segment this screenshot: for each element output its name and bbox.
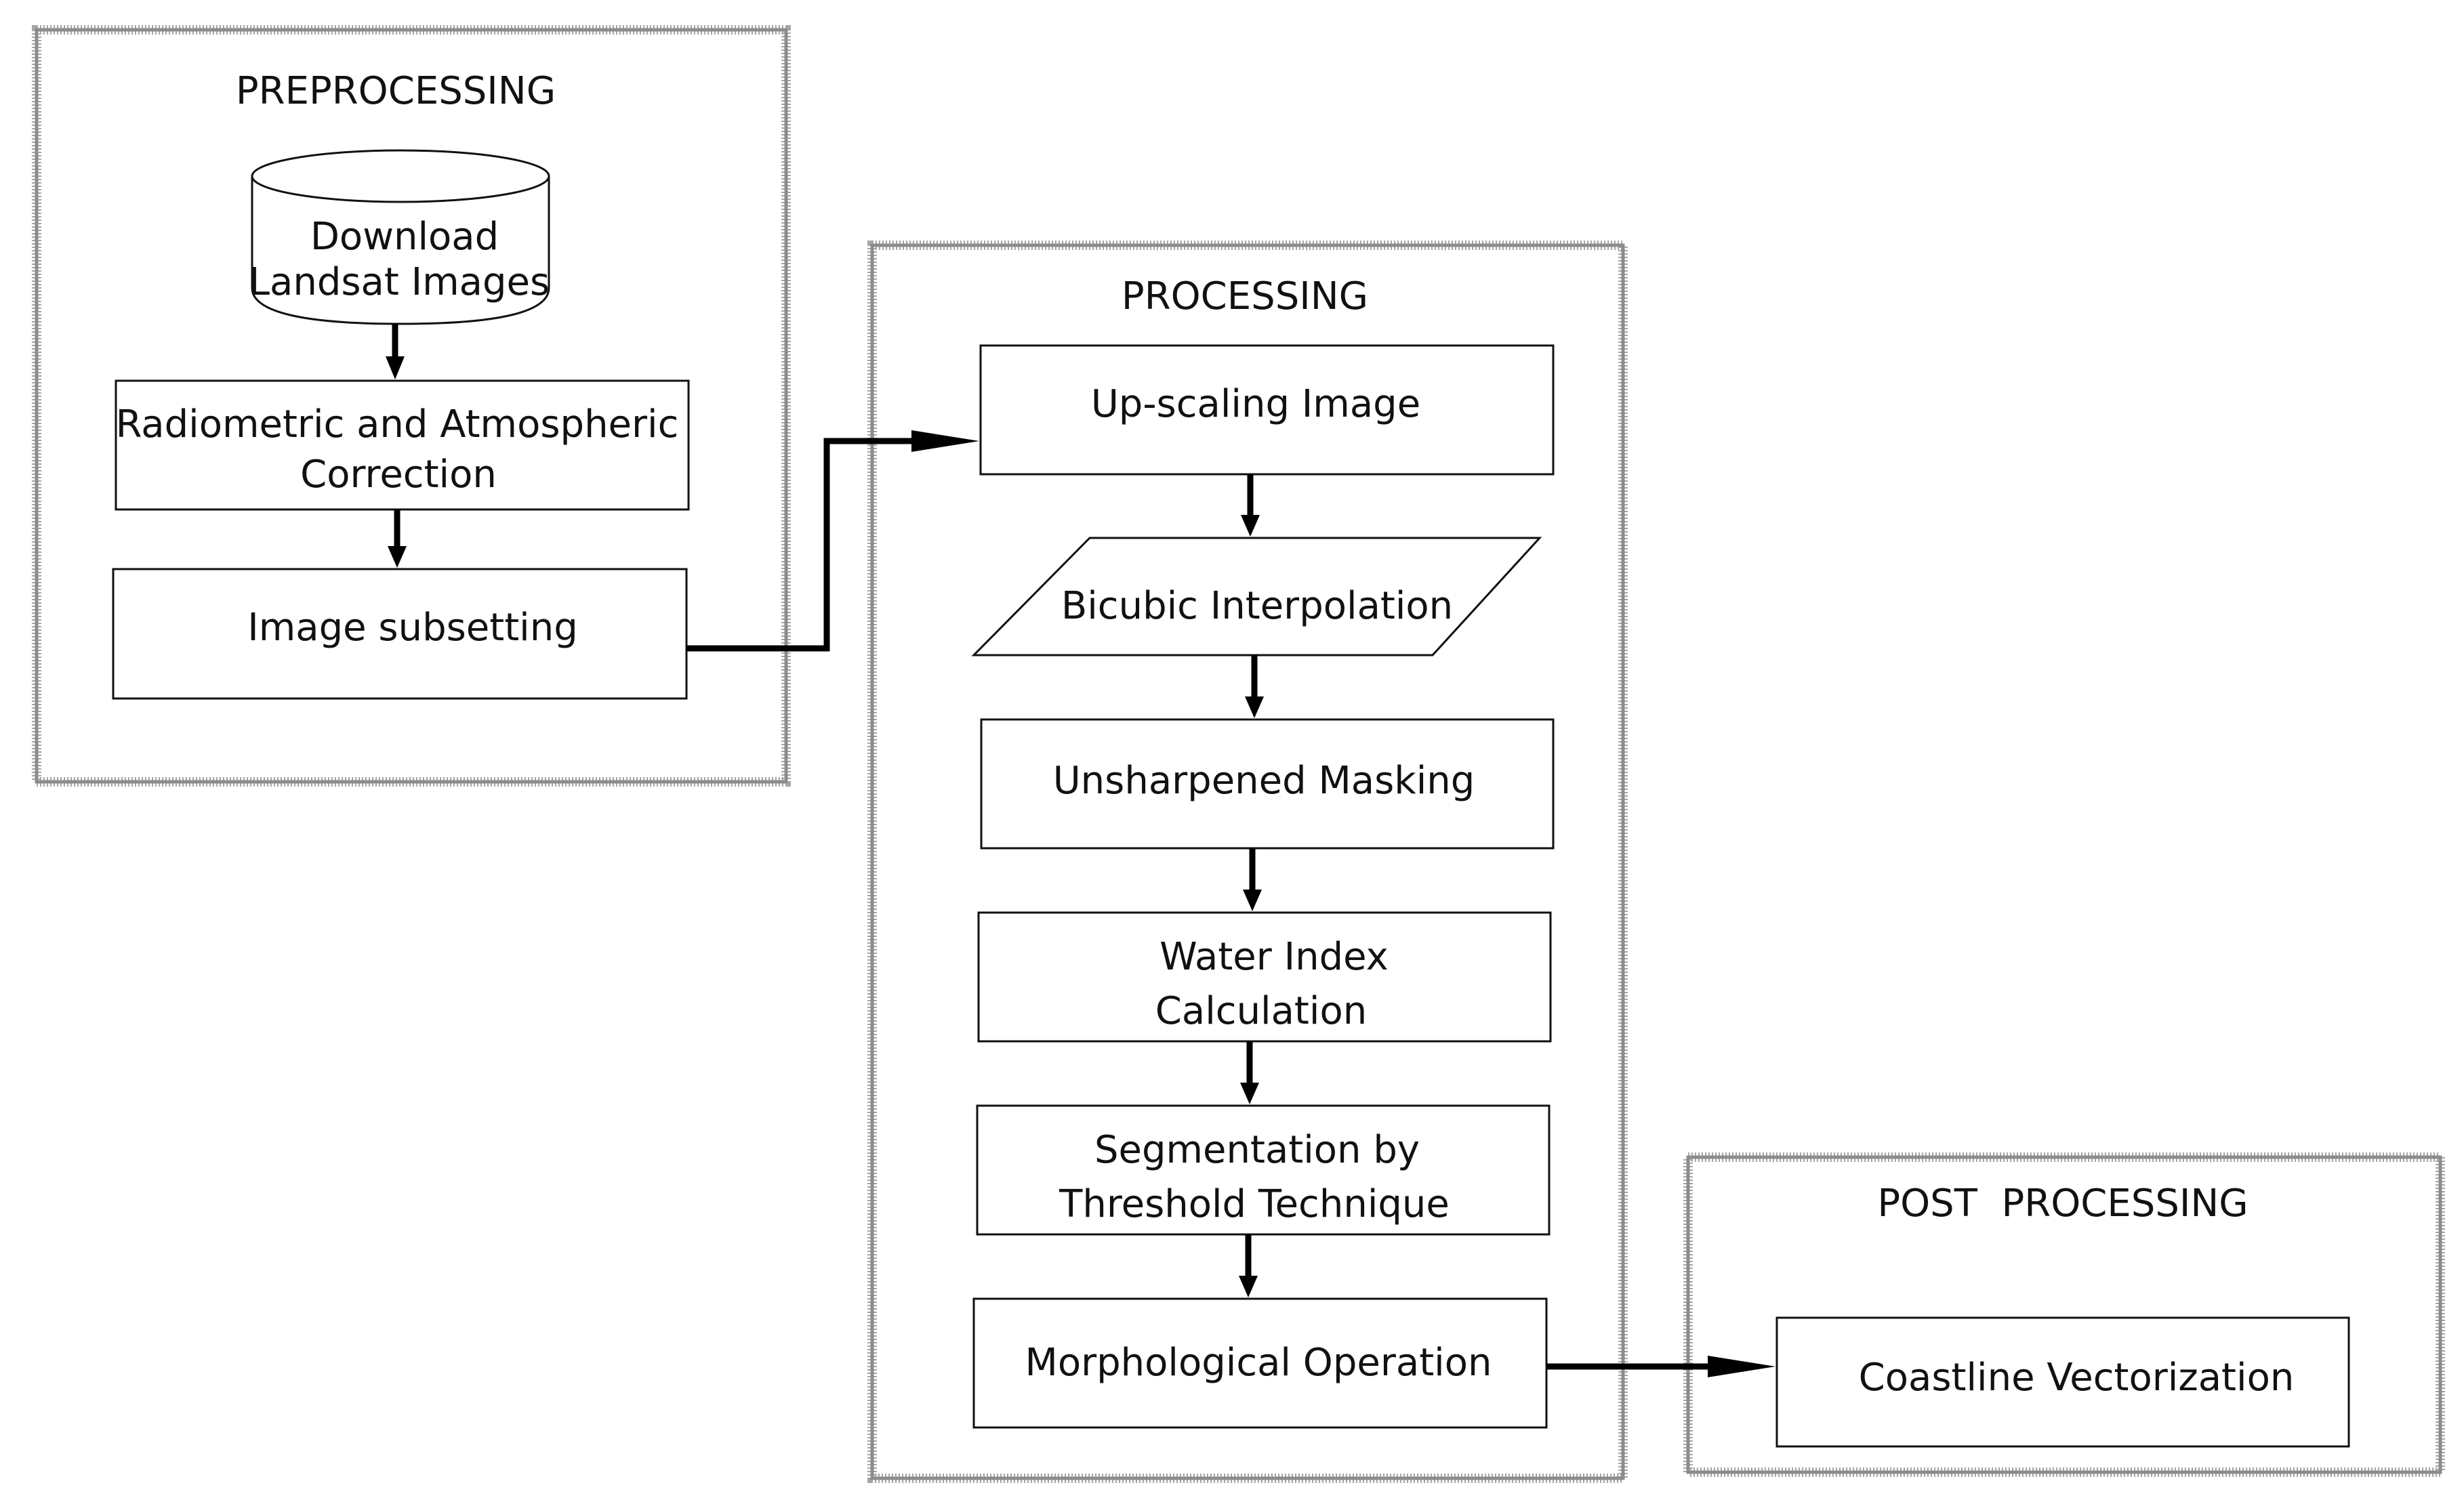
post-processing-group: POST PROCESSING	[1683, 1152, 2445, 1477]
step-up-scaling-image: Up-scaling Image	[979, 344, 1555, 476]
arrow-water-index-to-segmentation	[1240, 1041, 1259, 1104]
arrow-morphological-to-coastline	[1546, 1356, 1775, 1377]
coastline-label: Coastline Vectorization	[1859, 1356, 2295, 1400]
step-water-index-calculation: Water Index Calculation	[977, 911, 1552, 1043]
arrow-unsharpened-to-water-index	[1243, 848, 1262, 911]
subsetting-label: Image subsetting	[247, 606, 578, 650]
step-bicubic-interpolation: Bicubic Interpolation	[971, 537, 1542, 656]
download-label-line2: Landsat Images	[249, 260, 550, 304]
preprocessing-group: PREPROCESSING	[32, 25, 791, 787]
morphological-label: Morphological Operation	[1025, 1341, 1492, 1385]
step-download-landsat-images: Download Landsat Images	[249, 149, 550, 325]
connectors	[386, 324, 1775, 1377]
preprocessing-title: PREPROCESSING	[236, 69, 556, 113]
step-unsharpened-masking: Unsharpened Masking	[980, 718, 1555, 850]
download-label-line1: Download	[310, 215, 499, 259]
arrow-segmentation-to-morphological	[1239, 1234, 1258, 1297]
arrow-bicubic-to-unsharpened	[1245, 655, 1264, 718]
segmentation-label-line2: Threshold Technique	[1059, 1182, 1450, 1226]
radiometric-label-line2: Correction	[300, 453, 497, 497]
processing-title: PROCESSING	[1122, 274, 1368, 318]
upscaling-label: Up-scaling Image	[1091, 382, 1420, 426]
unsharpened-label: Unsharpened Masking	[1053, 759, 1475, 803]
step-radiometric-atmospheric-correction: Radiometric and Atmospheric Correction	[115, 379, 690, 511]
bicubic-label: Bicubic Interpolation	[1061, 584, 1453, 628]
post-processing-title: POST PROCESSING	[1877, 1182, 2248, 1226]
step-segmentation-threshold: Segmentation by Threshold Technique	[976, 1104, 1551, 1236]
processing-group: PROCESSING	[867, 241, 1628, 1483]
water-index-label-line2: Calculation	[1155, 989, 1367, 1033]
step-image-subsetting: Image subsetting	[112, 568, 688, 700]
step-morphological-operation: Morphological Operation	[972, 1297, 1548, 1429]
water-index-label-line1: Water Index	[1159, 935, 1389, 979]
radiometric-label-line1: Radiometric and Atmospheric	[116, 402, 679, 446]
step-coastline-vectorization: Coastline Vectorization	[1775, 1316, 2350, 1448]
arrow-download-to-radiometric	[386, 324, 405, 379]
segmentation-label-line1: Segmentation by	[1094, 1128, 1420, 1172]
arrow-upscaling-to-bicubic	[1241, 474, 1260, 537]
arrow-subsetting-to-upscaling	[686, 430, 979, 652]
arrow-radiometric-to-subsetting	[388, 509, 407, 568]
